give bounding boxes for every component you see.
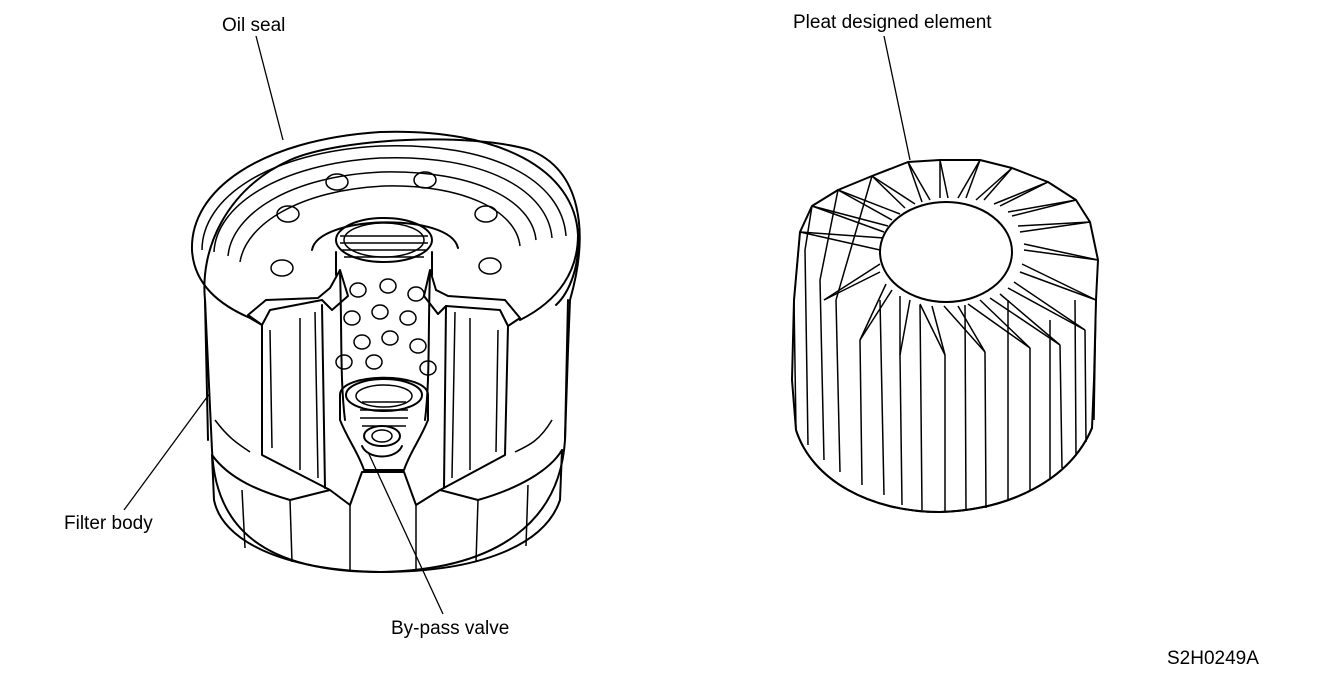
leader-bypass-valve: [367, 451, 444, 615]
filter-side-line: [204, 299, 569, 441]
label-pleat-element: Pleat designed element: [793, 12, 992, 33]
filter-bottom-flutes: [241, 484, 529, 570]
pleat-bottom-arc: [795, 427, 1093, 513]
label-bypass-valve: By-pass valve: [391, 618, 509, 639]
pleat-side-folds: [793, 175, 1097, 512]
baseplate-holes: [270, 171, 502, 277]
rim-ring-1: [201, 144, 567, 251]
filter-side-bevel: [214, 419, 553, 453]
pleat-element-drawing: [791, 159, 1099, 513]
bypass-valve: [339, 376, 429, 471]
center-tube-holes: [335, 278, 437, 376]
label-filter-body: Filter body: [64, 513, 153, 534]
threaded-boss: [311, 217, 459, 276]
leader-pleat-element: [883, 35, 911, 161]
oil-filter-cutaway: [190, 130, 581, 573]
rim-ring-inner: [239, 185, 521, 263]
cut-wall-left: [247, 269, 349, 326]
filter-bottom-hem: [211, 449, 563, 506]
pleat-center-hole: [879, 201, 1013, 303]
rim-ring-3: [227, 171, 537, 257]
leader-oil-seal: [255, 35, 284, 141]
center-tube: [339, 271, 431, 421]
figure-code: S2H0249A: [1167, 648, 1259, 669]
inner-element: [261, 304, 509, 491]
rim-right-edge: [519, 234, 579, 321]
filter-bottom-edge: [211, 449, 563, 573]
leader-filter-body: [123, 392, 211, 511]
rim-outer: [190, 130, 580, 306]
rim-front-edge: [191, 249, 263, 326]
filter-body-shell: [203, 138, 581, 573]
rim-ring-2: [213, 156, 553, 253]
label-oil-seal: Oil seal: [222, 15, 285, 36]
